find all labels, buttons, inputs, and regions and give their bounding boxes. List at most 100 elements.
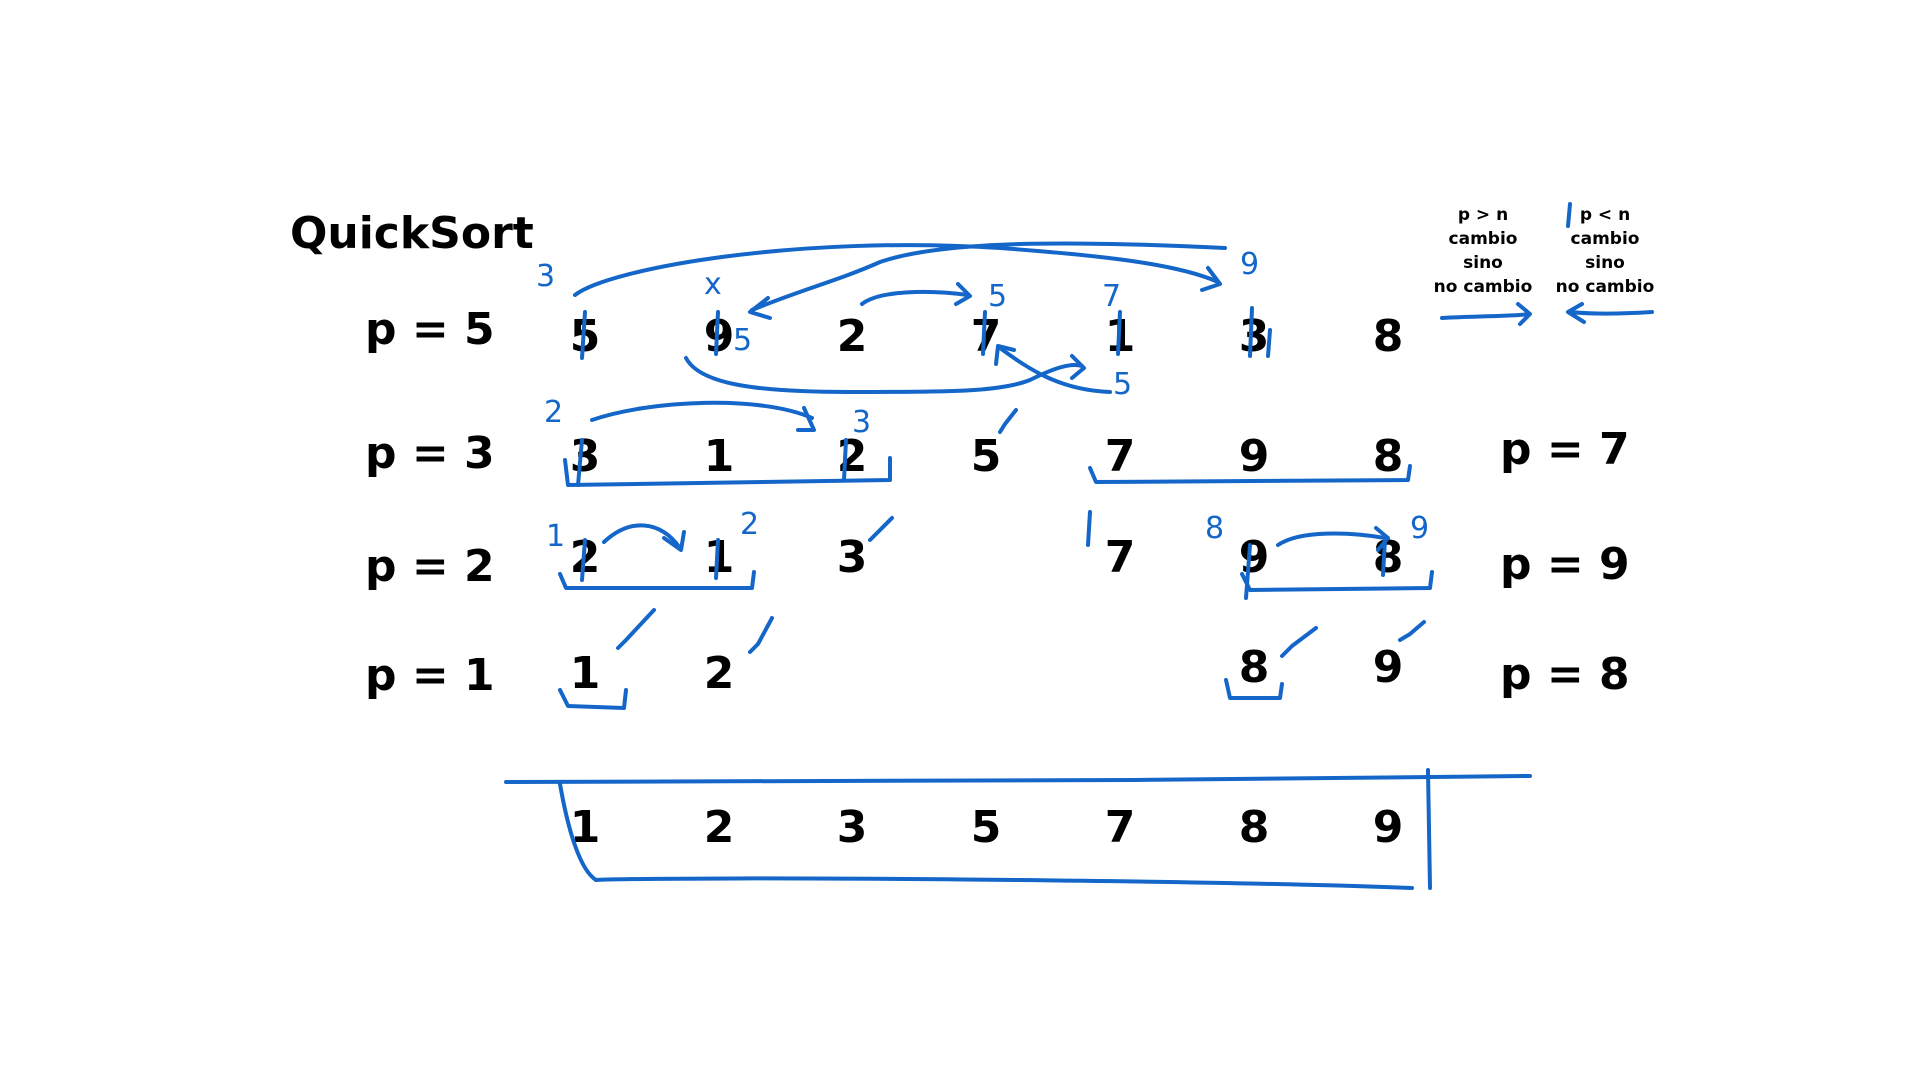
result-value: 8 [1238, 802, 1270, 853]
row3-value: 8 [1372, 532, 1404, 583]
legend-left-line: p > n [1457, 205, 1509, 225]
legend-right-line: no cambio [1555, 277, 1655, 297]
arrow-head [954, 282, 972, 306]
pivot-label-1: p = 5 [365, 304, 495, 355]
annot-digit: 5 [733, 323, 753, 358]
row1-value: 2 [836, 311, 868, 362]
row3-value: 7 [1104, 532, 1136, 583]
check-mark [868, 516, 894, 542]
pivot-label-2: p = 3 [365, 428, 495, 479]
legend-left-line: no cambio [1433, 277, 1533, 297]
result-value: 3 [836, 802, 868, 853]
pivot-tick [1116, 310, 1122, 356]
row2-value: 9 [1238, 431, 1270, 482]
arrow-head [1070, 354, 1086, 380]
arrow-head [1200, 266, 1222, 292]
row2-value: 7 [1104, 431, 1136, 482]
pivot-tick [1244, 543, 1252, 600]
pivot-tick [842, 438, 848, 482]
arrow-head [796, 406, 816, 432]
check-mark [748, 616, 774, 654]
pivot-tick [714, 310, 720, 356]
diagram-title: QuickSort [290, 208, 534, 259]
swap-arc [684, 356, 1084, 394]
legend-right-line: cambio [1570, 229, 1640, 249]
annot-digit: 5 [1113, 367, 1133, 402]
bracket [1224, 678, 1284, 700]
annot-digit: 8 [1205, 511, 1225, 546]
bracket [563, 456, 892, 487]
legend-arrow-right [1440, 312, 1530, 320]
arrow-head [994, 344, 1016, 366]
legend-arrow-head [1566, 302, 1586, 324]
check-mark [1280, 626, 1318, 658]
pivot-tick [1266, 328, 1272, 358]
legend-arrow-head [1516, 302, 1532, 326]
row1-value: 8 [1372, 311, 1404, 362]
bracket [1088, 464, 1412, 484]
annot-digit: 9 [1240, 247, 1260, 282]
result-bracket [1426, 768, 1432, 890]
legend-arrow-left [1568, 310, 1654, 316]
pivot-tick [580, 538, 587, 582]
arrow-head [662, 530, 686, 552]
annot-digit: 2 [544, 395, 564, 430]
legend-right: p < n cambio sino no cambio [1540, 203, 1670, 299]
swap-arc [1276, 531, 1387, 547]
result-value: 5 [970, 802, 1002, 853]
annot-digit: 3 [536, 259, 556, 294]
check-mark [998, 408, 1018, 434]
annot-cross: x [704, 267, 722, 302]
annot-digit: 9 [1410, 511, 1430, 546]
pivot-label-right-2: p = 9 [1500, 539, 1630, 590]
legend-left: p > n cambio sino no cambio [1418, 203, 1548, 299]
result-bracket [504, 774, 1532, 785]
legend-right-line: sino [1585, 253, 1625, 273]
pivot-tick [1381, 538, 1387, 577]
annot-digit: 3 [852, 405, 872, 440]
row2-value: 1 [703, 431, 735, 482]
annot-digit: 2 [740, 507, 760, 542]
bracket [558, 570, 756, 590]
bracket [558, 688, 628, 710]
row2-value: 5 [970, 431, 1002, 482]
row4-value: 1 [569, 648, 601, 699]
pivot-tick [580, 310, 587, 360]
row2-value: 3 [569, 431, 601, 482]
arrow-head [748, 296, 772, 320]
pivot-label-right-3: p = 8 [1500, 649, 1630, 700]
legend-left-line: cambio [1448, 229, 1518, 249]
legend-right-line: p < n [1579, 205, 1631, 225]
row2-value: 8 [1372, 431, 1404, 482]
annot-digit: 5 [988, 279, 1008, 314]
row4-value: 8 [1238, 642, 1270, 693]
result-bracket [558, 782, 1414, 890]
legend-left-line: sino [1463, 253, 1503, 273]
result-value: 9 [1372, 802, 1404, 853]
legend-tick [1566, 202, 1572, 228]
row3-value: 9 [1238, 532, 1270, 583]
row3-value: 3 [836, 532, 868, 583]
pivot-label-4: p = 1 [365, 650, 495, 701]
swap-arc [573, 243, 1220, 297]
row4-value: 9 [1372, 642, 1404, 693]
annot-digit: 1 [546, 519, 566, 554]
row2-value: 2 [836, 431, 868, 482]
result-value: 7 [1104, 802, 1136, 853]
pivot-tick [576, 438, 584, 487]
pivot-label-right-1: p = 7 [1500, 424, 1630, 475]
row4-value: 2 [703, 648, 735, 699]
annot-digit: 7 [1102, 279, 1122, 314]
check-mark [1398, 620, 1426, 642]
result-value: 2 [703, 802, 735, 853]
swap-arc [860, 289, 970, 306]
pivot-tick [714, 538, 720, 580]
swap-arc [590, 400, 814, 422]
pivot-tick [1248, 306, 1254, 358]
pivot-label-3: p = 2 [365, 541, 495, 592]
check-mark [616, 608, 656, 650]
swap-arc [602, 523, 682, 550]
pivot-tick [1086, 510, 1092, 547]
row1-value: 3 [1238, 311, 1270, 362]
arrow-head [1374, 526, 1390, 552]
